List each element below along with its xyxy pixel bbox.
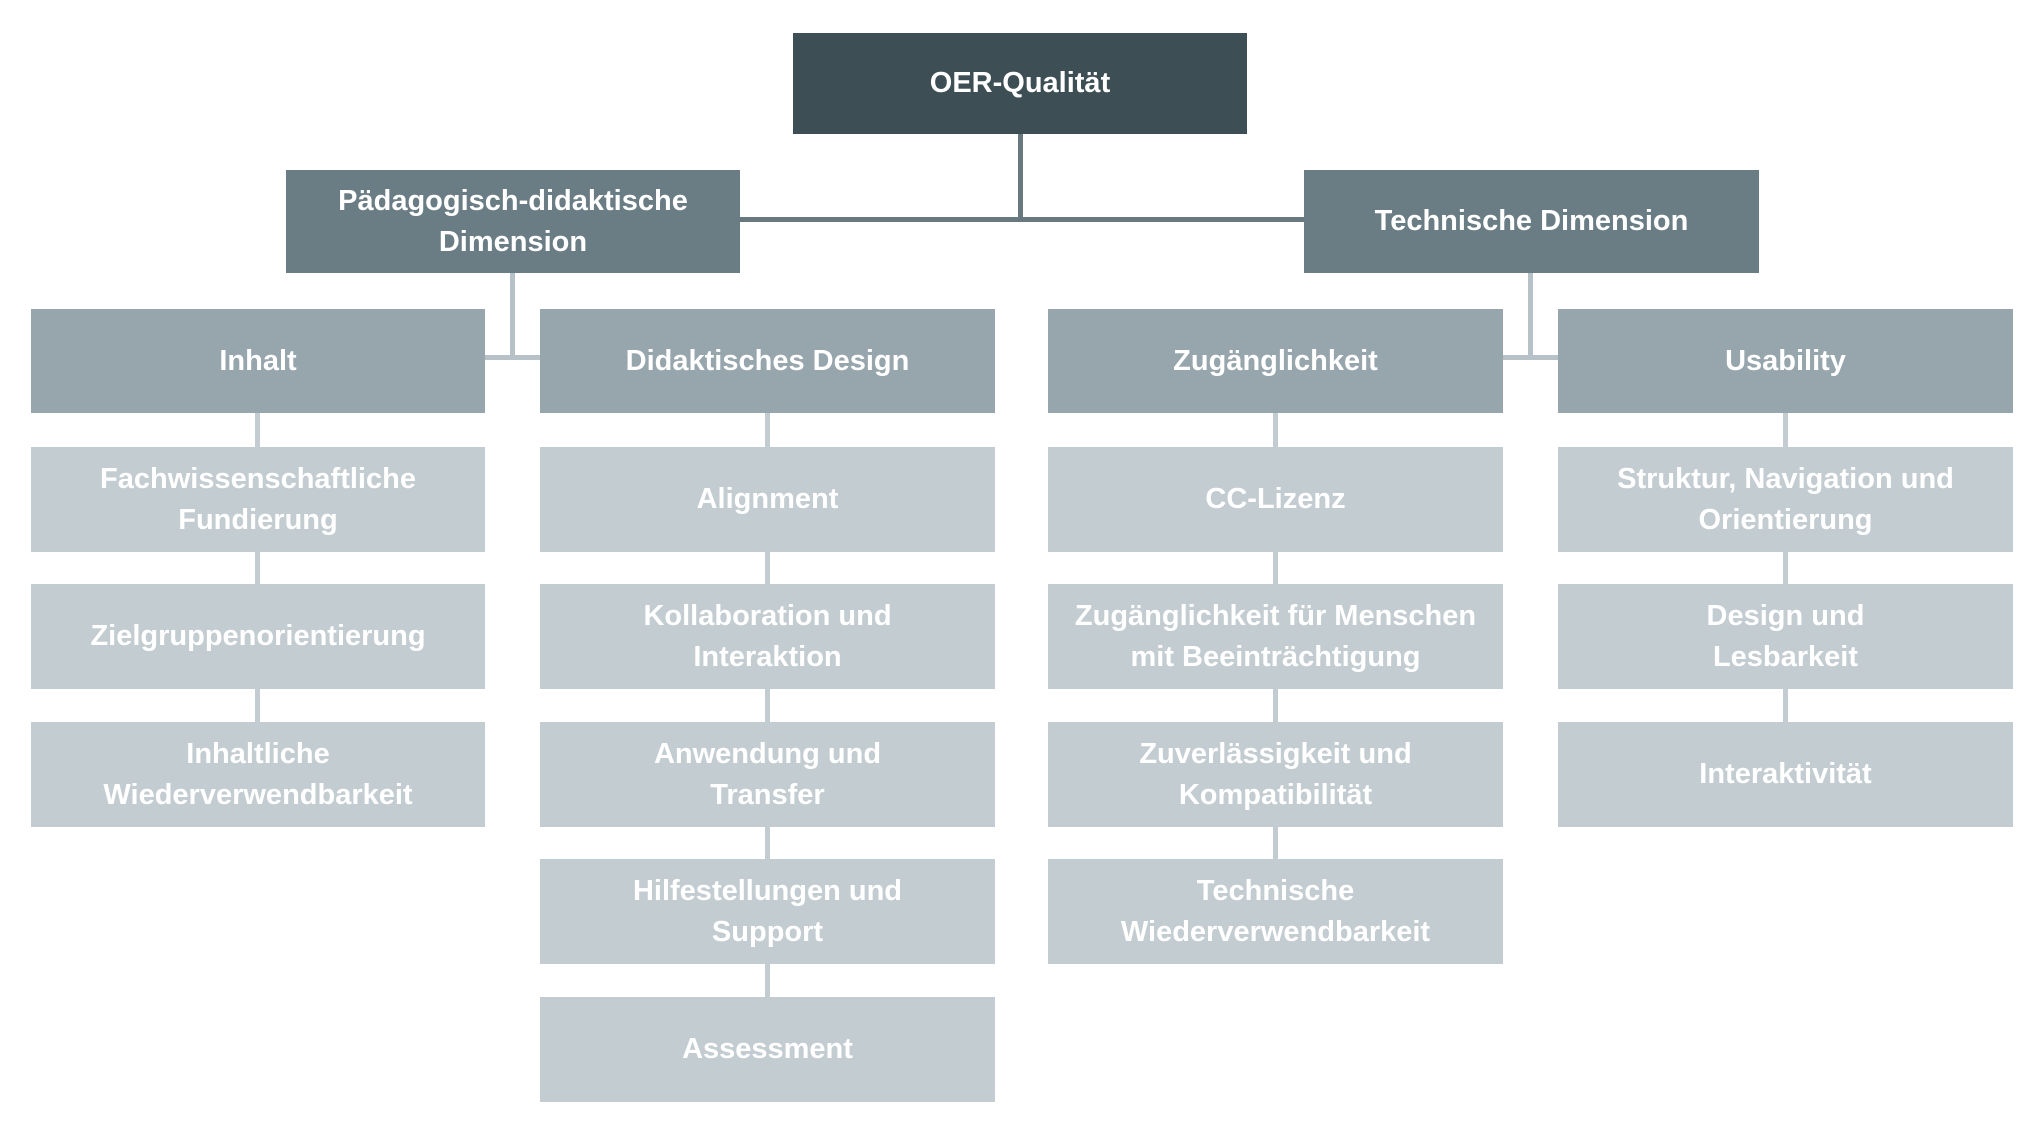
node-technische-wiederverwendbarkeit-label: Technische Wiederverwendbarkeit (1120, 875, 1431, 948)
connector-paedagogisch-stem (510, 273, 515, 360)
connector-zugaenglichkeit-stub-2 (1273, 552, 1278, 584)
node-usability-label: Usability (1725, 344, 1846, 377)
connector-didaktisch-stub-4 (765, 827, 770, 859)
node-inhaltliche-wiederverwendbarkeit-label: Inhaltliche Wiederverwendbarkeit (103, 738, 413, 811)
connector-dimensions-horizontal (740, 217, 1304, 222)
node-anwendung-und-transfer: Anwendung und Transfer (540, 722, 995, 827)
node-didaktisches-design: Didaktisches Design (540, 309, 995, 413)
connector-technisch-stem (1528, 273, 1533, 360)
connector-root-stem (1018, 134, 1023, 222)
node-fachwissenschaftliche-fundierung: Fachwissenschaftliche Fundierung (31, 447, 485, 552)
node-didaktisches-design-label: Didaktisches Design (625, 344, 910, 377)
node-inhalt: Inhalt (31, 309, 485, 413)
node-kollaboration-und-interaktion: Kollaboration und Interaktion (540, 584, 995, 689)
connector-inhalt-stub-2 (255, 552, 260, 584)
node-zuverlaessigkeit-und-kompatibilitaet-label: Zuverlässigkeit und Kompatibilität (1139, 738, 1412, 811)
connector-didaktisch-stub-3 (765, 689, 770, 722)
node-paedagogisch-didaktische-dimension: Pädagogisch-didaktische Dimension (286, 170, 740, 273)
node-zielgruppenorientierung: Zielgruppenorientierung (31, 584, 485, 689)
connector-zugaenglichkeit-stub-3 (1273, 689, 1278, 722)
node-alignment-label: Alignment (696, 483, 839, 516)
node-inhaltliche-wiederverwendbarkeit: Inhaltliche Wiederverwendbarkeit (31, 722, 485, 827)
node-zielgruppenorientierung-label: Zielgruppenorientierung (90, 620, 426, 653)
node-hilfestellungen-und-support-label: Hilfestellungen und Support (632, 875, 903, 948)
connector-didaktisch-stub-5 (765, 964, 770, 997)
node-technische-dimension: Technische Dimension (1304, 170, 1759, 273)
connector-usability-stub-3 (1783, 689, 1788, 722)
node-zugaenglichkeit-label: Zugänglichkeit (1173, 344, 1378, 377)
node-technische-dimension-label: Technische Dimension (1374, 205, 1689, 238)
connector-inhalt-stub-1 (255, 413, 260, 447)
node-zugaenglichkeit: Zugänglichkeit (1048, 309, 1503, 413)
node-oer-qualitaet: OER-Qualität (793, 33, 1247, 134)
connector-zugaenglichkeit-stub-1 (1273, 413, 1278, 447)
node-usability: Usability (1558, 309, 2013, 413)
node-assessment-label: Assessment (682, 1033, 853, 1066)
node-zuverlaessigkeit-und-kompatibilitaet: Zuverlässigkeit und Kompatibilität (1048, 722, 1503, 827)
node-paedagogisch-didaktische-dimension-label: Pädagogisch-didaktische Dimension (338, 185, 688, 258)
node-inhalt-label: Inhalt (219, 344, 297, 377)
node-struktur-navigation-orientierung-label: Struktur, Navigation und Orientierung (1617, 463, 1954, 536)
node-hilfestellungen-und-support: Hilfestellungen und Support (540, 859, 995, 964)
node-cc-lizenz: CC-Lizenz (1048, 447, 1503, 552)
node-assessment: Assessment (540, 997, 995, 1102)
connector-inhalt-stub-3 (255, 689, 260, 722)
node-struktur-navigation-orientierung: Struktur, Navigation und Orientierung (1558, 447, 2013, 552)
connector-didaktisch-stub-2 (765, 552, 770, 584)
node-zugaenglichkeit-fuer-menschen: Zugänglichkeit für Menschen mit Beeinträ… (1048, 584, 1503, 689)
node-design-und-lesbarkeit: Design und Lesbarkeit (1558, 584, 2013, 689)
node-design-und-lesbarkeit-label: Design und Lesbarkeit (1706, 600, 1865, 673)
node-oer-qualitaet-label: OER-Qualität (929, 67, 1111, 100)
connector-didaktisch-stub-1 (765, 413, 770, 447)
connector-technisch-tee (1503, 355, 1558, 360)
node-cc-lizenz-label: CC-Lizenz (1205, 483, 1346, 516)
node-interaktivitaet: Interaktivität (1558, 722, 2013, 827)
node-interaktivitaet-label: Interaktivität (1699, 758, 1872, 791)
connector-paedagogisch-tee (485, 355, 540, 360)
connector-zugaenglichkeit-stub-4 (1273, 827, 1278, 859)
node-alignment: Alignment (540, 447, 995, 552)
node-technische-wiederverwendbarkeit: Technische Wiederverwendbarkeit (1048, 859, 1503, 964)
connector-usability-stub-1 (1783, 413, 1788, 447)
node-fachwissenschaftliche-fundierung-label: Fachwissenschaftliche Fundierung (100, 463, 416, 536)
node-zugaenglichkeit-fuer-menschen-label: Zugänglichkeit für Menschen mit Beeinträ… (1074, 600, 1477, 673)
connector-usability-stub-2 (1783, 552, 1788, 584)
node-anwendung-und-transfer-label: Anwendung und Transfer (653, 738, 882, 811)
node-kollaboration-und-interaktion-label: Kollaboration und Interaktion (643, 600, 892, 673)
